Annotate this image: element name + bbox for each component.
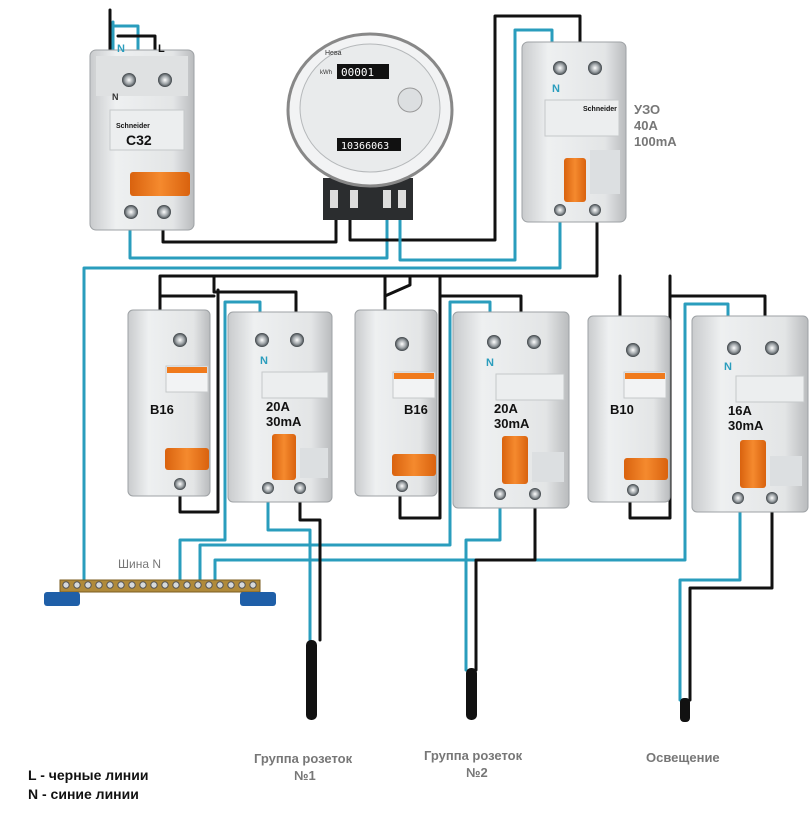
main-rcd-handle[interactable] xyxy=(564,158,586,202)
busbar-label: Шина N xyxy=(118,557,161,571)
rcd3-n-label: N xyxy=(724,361,732,373)
main-rcd-40a: N Schneider УЗО 40A 100mA xyxy=(521,41,677,223)
rcd-16a: N 16A 30mA xyxy=(691,315,809,513)
legend-phase: L - черные линии xyxy=(28,767,149,783)
breaker3-rating: B10 xyxy=(610,402,634,417)
busbar-screw xyxy=(194,581,202,589)
busbar-screw xyxy=(216,581,224,589)
group2-label: Группа розеток xyxy=(424,748,523,763)
meter-serial: 10366063 xyxy=(341,141,389,152)
meter-brand: Нева xyxy=(325,50,342,57)
breaker-to-meter-phase xyxy=(161,210,338,244)
lighting-label: Освещение xyxy=(646,750,720,765)
rcd3-handle[interactable] xyxy=(740,440,766,488)
rcd2-leak: 30mA xyxy=(494,416,530,431)
rcd-20a-2: N 20A 30mA xyxy=(452,311,570,509)
main-rcd-leak: 100mA xyxy=(634,134,677,149)
busbar-screw xyxy=(150,581,158,589)
busbar-screw xyxy=(62,581,70,589)
breaker1-handle[interactable] xyxy=(165,448,209,470)
busbar-screw xyxy=(238,581,246,589)
rcd-to-busbar-neutral xyxy=(82,220,562,592)
main-rcd-brand: Schneider xyxy=(583,106,617,113)
meter-to-rcd-neutral xyxy=(398,28,554,262)
busbar-screw xyxy=(84,581,92,589)
busbar-screw xyxy=(117,581,125,589)
group1-label: Группа розеток xyxy=(254,751,353,766)
meter-unit: kWh xyxy=(320,70,332,76)
main-breaker-c32: Schneider C32 N L N xyxy=(89,43,195,231)
n-feed-rcd3 xyxy=(213,302,730,592)
breaker-b16-2: B16 xyxy=(354,309,438,497)
busbar-screw xyxy=(227,581,235,589)
breaker2-rating: B16 xyxy=(404,402,428,417)
breaker3-handle[interactable] xyxy=(624,458,668,480)
n-feed-rcd1 xyxy=(178,300,262,592)
energy-meter: Нева 00001 kWh 10366063 xyxy=(286,32,454,220)
busbar-screw xyxy=(183,581,191,589)
main-breaker-n-label: N xyxy=(117,43,125,55)
rcd1-n-label: N xyxy=(260,355,268,367)
main-breaker-handle[interactable] xyxy=(130,172,190,196)
rcd1-handle[interactable] xyxy=(272,434,296,480)
main-rcd-title: УЗО xyxy=(634,102,660,117)
main-breaker-l-label: L xyxy=(158,43,165,55)
main-rcd-n-label: N xyxy=(552,83,560,95)
rcd-20a-1: N 20A 30mA xyxy=(227,311,333,503)
rcd3-leak: 30mA xyxy=(728,418,764,433)
meter-to-rcd-phase xyxy=(348,14,582,242)
rcd1-current: 20A xyxy=(266,399,290,414)
breaker2-handle[interactable] xyxy=(392,454,436,476)
main-breaker-rating: C32 xyxy=(126,132,152,148)
busbar-screw xyxy=(249,581,257,589)
breaker-b10: B10 xyxy=(587,315,671,503)
rcd2-handle[interactable] xyxy=(502,436,528,484)
rcd2-n-label: N xyxy=(486,357,494,369)
cable-group1 xyxy=(306,640,317,720)
main-rcd-current: 40A xyxy=(634,118,658,133)
meter-counter: 00001 xyxy=(341,66,374,79)
busbar-screw xyxy=(172,581,180,589)
phase-distribution xyxy=(158,220,599,312)
busbar-screw xyxy=(139,581,147,589)
busbar-screw xyxy=(106,581,114,589)
busbar-screw xyxy=(128,581,136,589)
neutral-busbar: Шина N xyxy=(44,557,276,606)
busbar-screw xyxy=(205,581,213,589)
legend-neutral: N - синие линии xyxy=(28,786,139,802)
rcd2-current: 20A xyxy=(494,401,518,416)
rcd3-current: 16A xyxy=(728,403,752,418)
breaker-b16-1: B16 xyxy=(127,309,211,497)
n-feed-rcd2 xyxy=(198,300,492,592)
main-breaker-n-side: N xyxy=(112,92,119,102)
breaker-to-meter-neutral xyxy=(128,210,389,260)
busbar-screw xyxy=(95,581,103,589)
rcd1-leak: 30mA xyxy=(266,414,302,429)
svg-text:Schneider: Schneider xyxy=(116,123,150,130)
busbar-screw xyxy=(73,581,81,589)
cable-lighting xyxy=(680,698,690,722)
breaker1-rating: B16 xyxy=(150,402,174,417)
busbar-screw xyxy=(161,581,169,589)
group1-number: №1 xyxy=(294,768,316,783)
legend: L - черные линии N - синие линии xyxy=(28,766,148,804)
group2-number: №2 xyxy=(466,765,488,780)
cable-group2 xyxy=(466,668,477,720)
